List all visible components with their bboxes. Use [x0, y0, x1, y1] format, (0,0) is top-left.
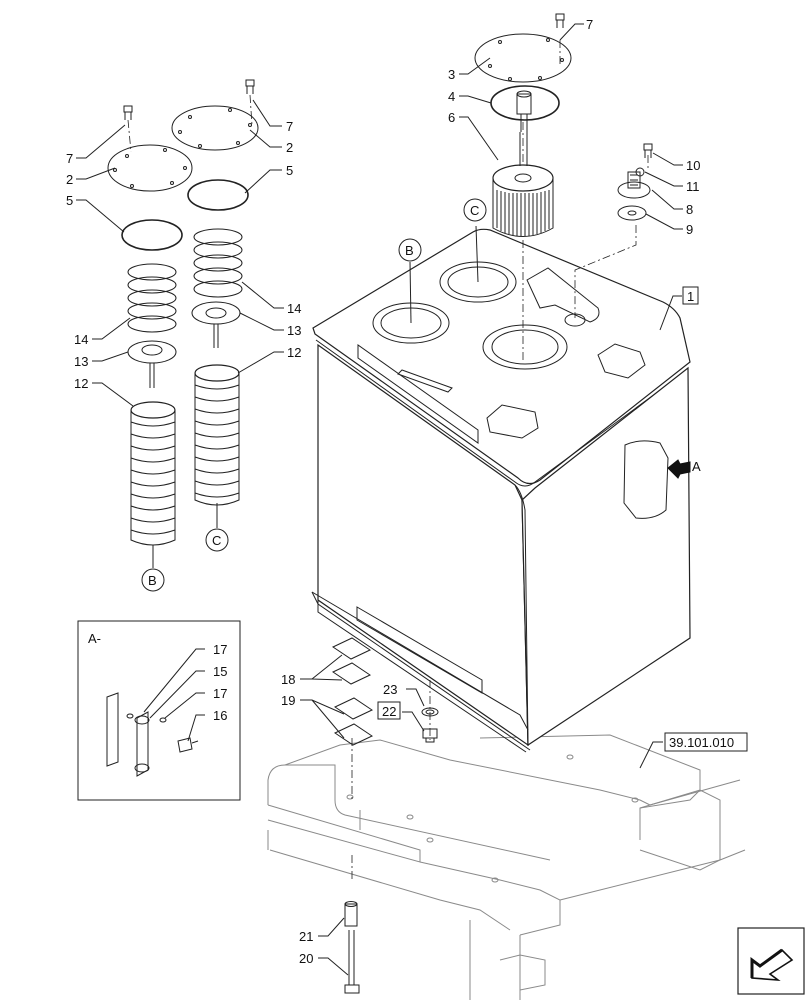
- callout-17-lower[interactable]: 17: [213, 686, 227, 701]
- callout-1-box: [682, 286, 699, 305]
- strainer-right[interactable]: [194, 364, 240, 506]
- callout-12-right[interactable]: 12: [287, 345, 301, 360]
- callout-22[interactable]: 22: [382, 704, 396, 719]
- callout-17-upper[interactable]: 17: [213, 642, 227, 657]
- marker-b-top[interactable]: B: [398, 238, 422, 262]
- callout-6[interactable]: 6: [448, 110, 455, 125]
- callout-14-left[interactable]: 14: [74, 332, 88, 347]
- callout-22-box: [377, 701, 401, 720]
- callout-12-left[interactable]: 12: [74, 376, 88, 391]
- marker-b-bottom[interactable]: B: [141, 568, 165, 592]
- cover-plate-left-a[interactable]: [171, 105, 259, 151]
- callout-2-left-a[interactable]: 2: [286, 140, 293, 155]
- detail-view-label: A-: [88, 631, 101, 646]
- valve-right[interactable]: [191, 301, 241, 348]
- bolt-left-a[interactable]: [245, 79, 255, 94]
- callout-7-left-b[interactable]: 7: [66, 151, 73, 166]
- callout-7-left-a[interactable]: 7: [286, 119, 293, 134]
- mount-bolt[interactable]: [344, 901, 360, 994]
- svg-text:C: C: [212, 533, 221, 548]
- callout-5-left-a[interactable]: 5: [286, 163, 293, 178]
- view-a-arrow-icon: [667, 459, 691, 479]
- bolt-top-right[interactable]: [555, 13, 565, 28]
- cover-plate-left-b[interactable]: [107, 144, 193, 192]
- svg-text:B: B: [405, 243, 414, 258]
- detail-view-box: [77, 620, 241, 801]
- spring-right[interactable]: [193, 228, 243, 298]
- strainer-left[interactable]: [130, 401, 176, 546]
- callout-13-left[interactable]: 13: [74, 354, 88, 369]
- callout-2-left-b[interactable]: 2: [66, 172, 73, 187]
- callout-16[interactable]: 16: [213, 708, 227, 723]
- drain-plug[interactable]: [421, 707, 439, 743]
- callout-19[interactable]: 19: [281, 693, 295, 708]
- o-ring-left-b[interactable]: [121, 219, 183, 251]
- callout-15[interactable]: 15: [213, 664, 227, 679]
- marker-c-bottom[interactable]: C: [205, 528, 229, 552]
- shim-stack[interactable]: [331, 637, 374, 746]
- callout-18[interactable]: 18: [281, 672, 295, 687]
- view-a-marker: A: [692, 459, 701, 474]
- svg-text:B: B: [148, 573, 157, 588]
- svg-text:C: C: [470, 203, 479, 218]
- callout-10[interactable]: 10: [686, 158, 700, 173]
- callout-20[interactable]: 20: [299, 951, 313, 966]
- bolt-left-b[interactable]: [123, 105, 133, 120]
- callout-14-right[interactable]: 14: [287, 301, 301, 316]
- callout-9[interactable]: 9: [686, 222, 693, 237]
- breather-assembly[interactable]: [617, 143, 653, 221]
- leader-lines: [76, 23, 683, 976]
- callout-11[interactable]: 11: [686, 179, 700, 194]
- cover-plate-top-right[interactable]: [474, 33, 572, 83]
- assembly-lines: [127, 40, 649, 880]
- callout-4[interactable]: 4: [448, 89, 455, 104]
- valve-left[interactable]: [127, 340, 177, 388]
- reference-link[interactable]: 39.101.010: [669, 735, 734, 750]
- callout-3[interactable]: 3: [448, 67, 455, 82]
- callout-1[interactable]: 1: [687, 289, 694, 304]
- callout-21[interactable]: 21: [299, 929, 313, 944]
- spring-left[interactable]: [127, 263, 177, 333]
- callout-5-left-b[interactable]: 5: [66, 193, 73, 208]
- callout-8[interactable]: 8: [686, 202, 693, 217]
- callout-labels: 7 3 4 6 10 11 8 9 1 7 2 5 7 2 5 14 13 12…: [66, 17, 748, 966]
- filter-element[interactable]: [492, 132, 554, 237]
- o-ring-left-a[interactable]: [187, 179, 249, 211]
- hydraulic-tank[interactable]: [311, 228, 691, 753]
- next-page-icon[interactable]: [737, 927, 805, 995]
- marker-c-top[interactable]: C: [463, 198, 487, 222]
- reference-box: [664, 732, 748, 752]
- callout-13-right[interactable]: 13: [287, 323, 301, 338]
- callout-23[interactable]: 23: [383, 682, 397, 697]
- callout-7-top-right[interactable]: 7: [586, 17, 593, 32]
- filter-fitting[interactable]: [516, 90, 532, 132]
- chassis-frame: [267, 712, 746, 1000]
